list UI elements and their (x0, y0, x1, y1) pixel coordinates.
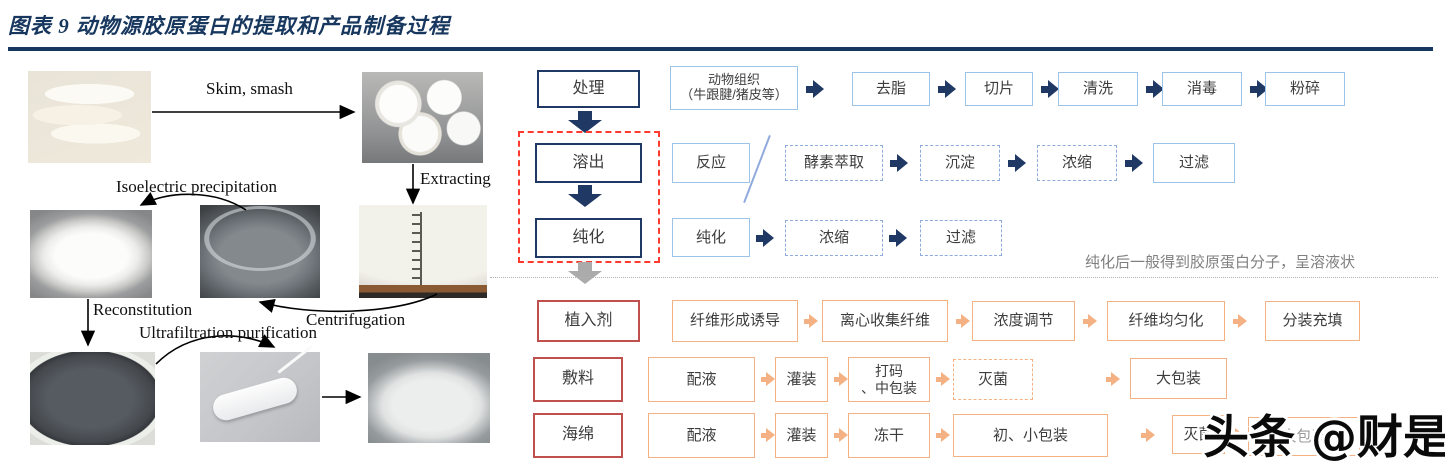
photo-purified-collagen-solution (368, 353, 490, 443)
step-box-fiber-homogenize: 纤维均匀化 (1107, 301, 1225, 341)
arrow-centrifugation (258, 293, 438, 313)
arrow-right-icon (938, 80, 956, 98)
step-box-concentrate2: 浓缩 (785, 220, 883, 256)
step-box-purify: 纯化 (672, 218, 750, 257)
step-box-precipitate: 沉淀 (920, 145, 1000, 181)
label-extracting: Extracting (420, 169, 491, 188)
photo-centrifuged-solution (200, 205, 320, 298)
arrow-down-gray-icon (568, 262, 602, 284)
arrow-right-orange-icon (936, 428, 950, 442)
step-box-concentrate: 浓缩 (1037, 145, 1117, 181)
step-box-big-package: 大包装 (1130, 358, 1227, 399)
step-box-big-package2: 大包装 (1248, 417, 1360, 456)
stage-box-chunhua: 纯化 (535, 218, 642, 258)
step-box-sterilize2: 灭菌 (1172, 415, 1225, 454)
step-box-filter2: 过滤 (920, 220, 1002, 256)
step-box-coding-packing: 打码 、中包装 (848, 357, 930, 402)
arrow-right-icon (1041, 80, 1059, 98)
label-reconstitution: Reconstitution (93, 300, 193, 319)
step-box-disinfect: 消毒 (1162, 72, 1242, 106)
arrow-isoelectric (139, 191, 247, 211)
step-box-solution-prep: 配液 (648, 357, 755, 402)
photo-extraction-vessel (359, 205, 487, 298)
step-box-filling2: 灌装 (775, 413, 828, 458)
step-box-fiber-induction: 纤维形成诱导 (672, 300, 798, 342)
step-box-slice: 切片 (965, 72, 1033, 106)
photo-flow-arrows (80, 104, 438, 405)
arrow-right-icon (1146, 80, 1164, 98)
photo-raw-animal-tendons (28, 71, 151, 163)
arrow-right-icon (1008, 154, 1026, 172)
step-box-concentration-adjust: 浓度调节 (972, 301, 1075, 341)
step-text-line1: 打码 (875, 363, 903, 380)
step-box-filter: 过滤 (1153, 143, 1235, 183)
arrow-right-icon (890, 154, 908, 172)
product-box-implant: 植入剂 (537, 300, 640, 342)
arrow-right-orange-icon (761, 428, 775, 442)
arrow-right-orange-icon (1230, 428, 1244, 442)
arrow-right-orange-icon (761, 372, 775, 386)
step-text-line2: （牛跟腱/猪皮等） (680, 87, 788, 102)
step-box-degrease: 去脂 (852, 72, 930, 106)
step-text-line1: 动物组织 (707, 72, 760, 88)
arrow-right-icon (1250, 80, 1268, 98)
title-divider (8, 47, 1433, 51)
vessel-scale-ticks (412, 214, 421, 284)
step-box-crush: 粉碎 (1265, 72, 1345, 106)
step-box-fill-package: 分装充填 (1265, 301, 1360, 341)
step-box-animal-tissue: 动物组织 （牛跟腱/猪皮等） (670, 66, 798, 110)
arrow-right-icon (889, 229, 907, 247)
step-text-line2: 、中包装 (861, 379, 917, 396)
product-box-dressing: 敷料 (533, 357, 623, 402)
photo-skimmed-smashed-material (362, 72, 483, 163)
label-centrifugation: Centrifugation (306, 310, 406, 329)
section-dotted-divider (490, 277, 1438, 278)
step-box-solution-prep2: 配液 (648, 413, 755, 458)
photo-reconstituted-solution (30, 352, 155, 445)
arrow-right-orange-icon (1233, 314, 1247, 328)
step-box-sterilize: 灭菌 (953, 359, 1033, 400)
product-box-sponge: 海绵 (533, 413, 623, 458)
arrow-right-orange-icon (1106, 372, 1120, 386)
arrow-right-orange-icon (936, 372, 950, 386)
label-ultrafiltration-purification: Ultrafiltration purification (139, 323, 317, 342)
arrow-right-orange-icon (834, 372, 848, 386)
step-box-primary-small-package: 初、小包装 (953, 414, 1108, 457)
vessel-scale (420, 212, 423, 285)
photo-isoelectric-precipitate (30, 210, 152, 298)
step-box-filling: 灌装 (775, 357, 828, 402)
arrow-down-icon (568, 111, 602, 133)
arrow-right-orange-icon (1141, 428, 1155, 442)
figure-title: 图表 9 动物源胶原蛋白的提取和产品制备过程 (8, 14, 450, 38)
arrow-right-icon (806, 80, 824, 98)
purification-note: 纯化后一般得到胶原蛋白分子，呈溶液状 (1085, 254, 1356, 271)
label-skim-smash: Skim, smash (206, 79, 293, 98)
stage-box-rongchu: 溶出 (535, 143, 642, 183)
step-box-centrifuge-collect: 离心收集纤维 (822, 300, 948, 342)
watermark: 头条 @财是 (1202, 410, 1445, 464)
arrow-right-icon (756, 229, 774, 247)
arrow-right-icon (1125, 154, 1143, 172)
arrow-right-orange-icon (834, 428, 848, 442)
arrow-right-orange-icon (956, 314, 970, 328)
step-box-wash: 清洗 (1058, 72, 1138, 106)
stage-box-chuli: 处理 (537, 70, 640, 108)
arrow-right-orange-icon (1083, 314, 1097, 328)
arrow-down-icon (568, 185, 602, 207)
label-isoelectric-precipitation: Isoelectric precipitation (116, 177, 277, 196)
arrow-right-orange-icon (804, 314, 818, 328)
photo-ultrafiltration-cartridge (200, 345, 320, 442)
step-box-freeze-dry: 冻干 (848, 413, 930, 458)
step-box-enzyme-extraction: 酵素萃取 (785, 145, 883, 181)
step-box-reaction: 反应 (672, 143, 750, 183)
arrow-ultrafiltration (155, 334, 276, 365)
